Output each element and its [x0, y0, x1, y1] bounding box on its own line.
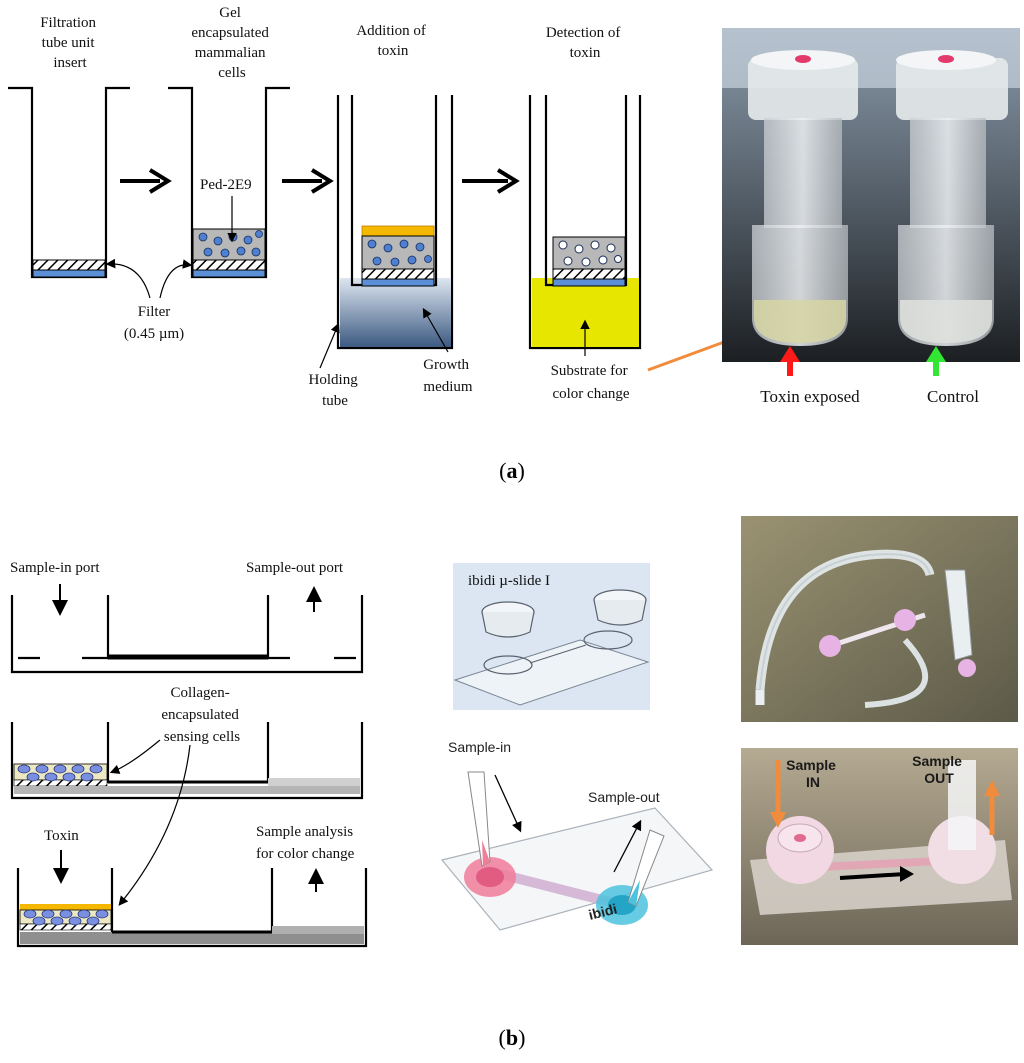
panel-b: Sample-in port Sample-out port Collagen-…: [10, 516, 1018, 1050]
toxin-exposed-label: Toxin exposed: [760, 387, 860, 406]
sample-analysis-label: Sample analysis for color change: [256, 824, 357, 862]
sample-out-label: Sample-out: [588, 789, 660, 805]
sample-in-label: Sample-in: [448, 739, 511, 755]
tubing-photo: [741, 516, 1018, 722]
slide-photo: Sample IN Sample OUT: [741, 748, 1018, 945]
holding-tube-label: Holding tube: [309, 372, 362, 409]
step-title-1: Filtration tube unit insert: [40, 15, 100, 71]
cell-line-label: Ped-2E9: [200, 177, 252, 193]
substrate-label: Substrate for color change: [551, 363, 632, 402]
filter-label: Filter: [138, 304, 171, 320]
panel-b-label: (b): [499, 1025, 526, 1050]
slide-illustration: ibidi µ-slide I: [453, 563, 650, 710]
sample-out-port-label: Sample-out port: [246, 560, 344, 576]
sample-in-port-label: Sample-in port: [10, 560, 100, 576]
panel-a-label: (a): [499, 458, 525, 483]
tube-photo: [722, 28, 1020, 376]
filter-size-label: (0.45 µm): [124, 326, 184, 342]
tube-toxin-addition: [336, 95, 454, 350]
orange-pointer: [647, 336, 736, 372]
chamber-schematic-1: [10, 595, 364, 674]
chamber-schematic-3: [16, 868, 368, 948]
panel-a: Filtration tube unit insert Gel encapsul…: [8, 5, 1020, 483]
control-label: Control: [927, 387, 979, 406]
chamber-schematic-2: [10, 722, 364, 800]
step-title-3: Addition of toxin: [356, 23, 429, 59]
flow-slide: Sample-in Sample-out ibidi: [420, 735, 714, 980]
photo-sample-out-label: Sample OUT: [912, 753, 966, 786]
cells: [198, 230, 263, 258]
toxin-label: Toxin: [44, 828, 79, 844]
step-title-2: Gel encapsulated mammalian cells: [191, 5, 272, 81]
step-title-4: Detection of toxin: [546, 25, 624, 61]
slide-name-label: ibidi µ-slide I: [468, 573, 550, 589]
growth-medium-label: Growth medium: [423, 357, 473, 395]
slide-brand: ibidi: [587, 900, 619, 922]
tube-detection: [528, 95, 642, 350]
collagen-label: Collagen- encapsulated sensing cells: [161, 685, 242, 745]
photo-sample-in-label: Sample IN: [786, 757, 840, 790]
tube-insert-1: [8, 86, 130, 279]
